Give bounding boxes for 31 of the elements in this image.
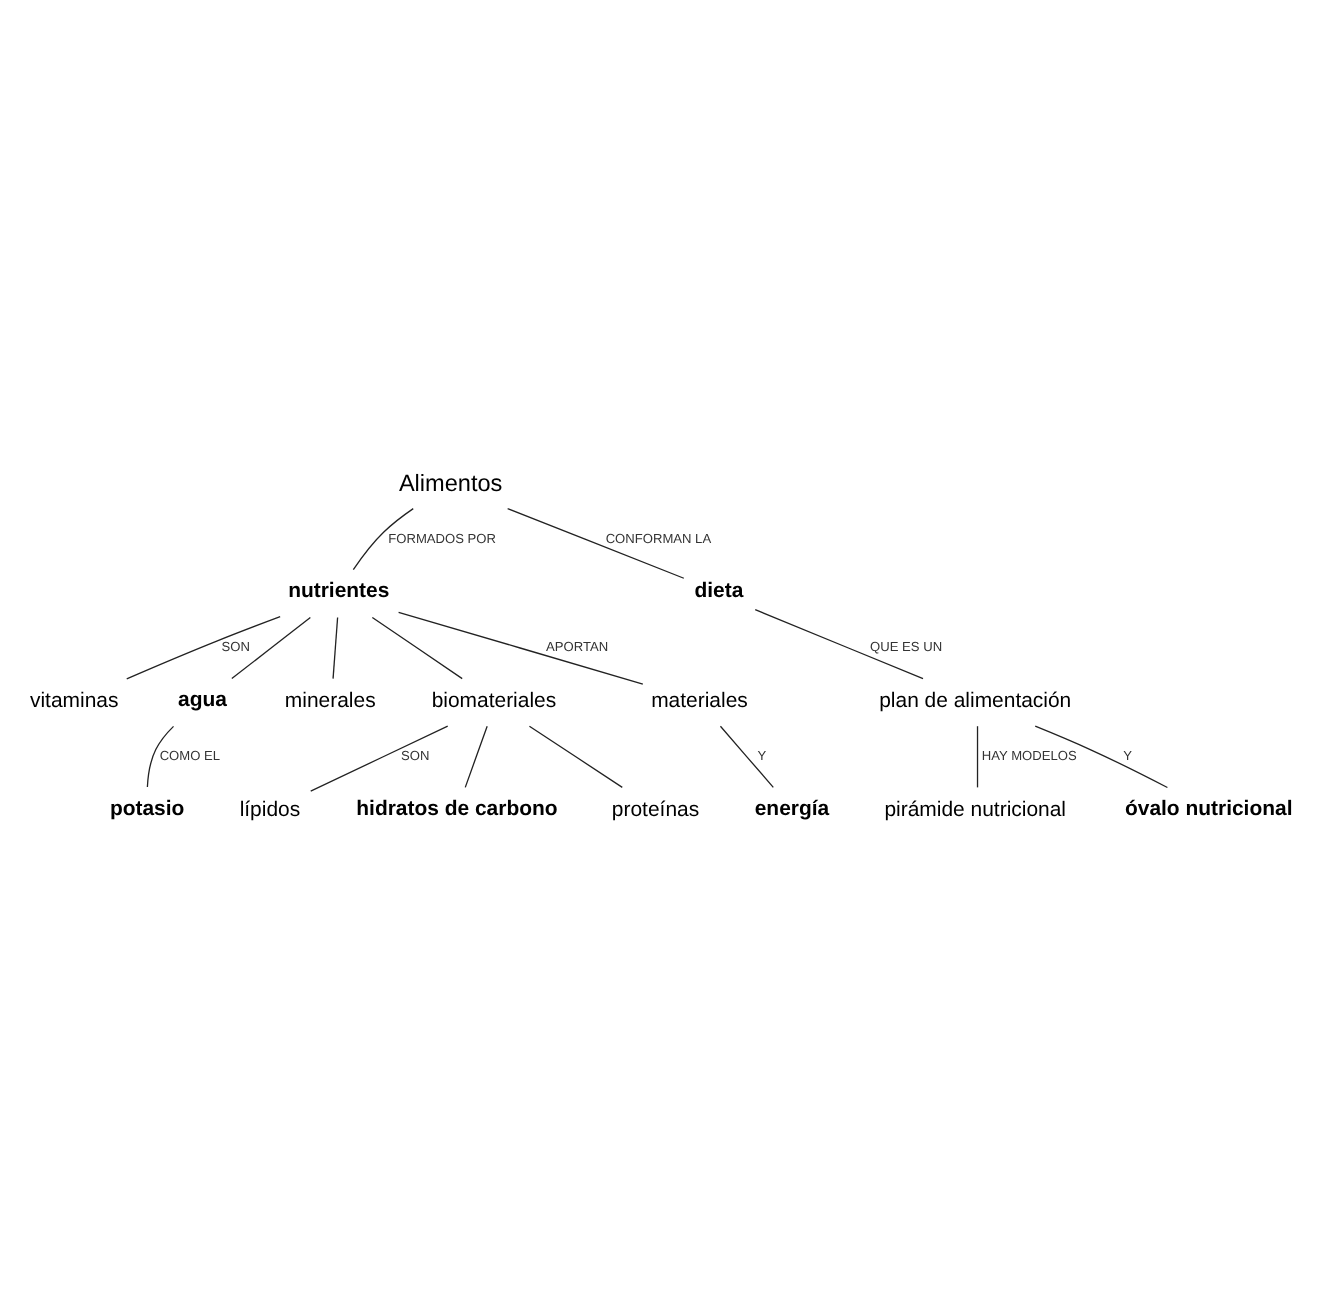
connector [231,616,311,680]
node-text: minerales [284,691,376,714]
node-text: agua [178,690,227,713]
node-text: Alimentos [398,470,503,497]
connector [397,611,644,685]
node-text: óvalo nutricional [1124,798,1293,821]
node-text: potasio [109,798,185,821]
node-text: lípidos [239,800,301,823]
node-text: energía [754,798,830,821]
node-text: materiales [651,691,748,714]
connector [507,508,685,579]
connector [976,725,979,789]
node-text: proteínas [611,800,700,823]
connector [146,725,175,788]
connector [754,609,924,680]
connector [310,725,449,792]
connector [332,616,339,680]
node-text: nutrientes [288,581,390,604]
node-text: pirámide nutricional [884,800,1067,823]
connector [1034,725,1169,789]
connector [719,725,774,789]
connector [352,507,414,571]
connector [464,725,488,789]
node-text: biomateriales [431,691,557,714]
connector [126,615,281,680]
node-text: plan de alimentación [879,691,1072,714]
connector [528,725,623,789]
node-text: vitaminas [29,691,119,714]
node-text: dieta [694,581,744,604]
connector [371,616,463,680]
node-text: hidratos de carbono [356,798,558,821]
